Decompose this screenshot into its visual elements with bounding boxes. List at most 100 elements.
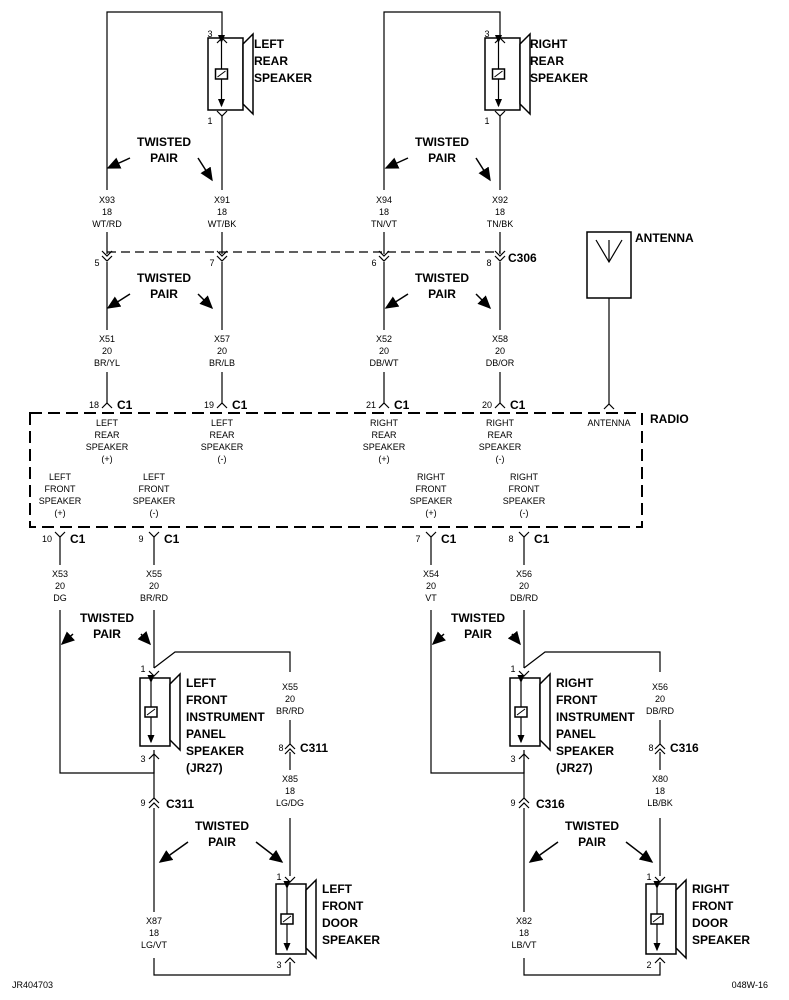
- pin-number: 10: [42, 534, 52, 544]
- c316-label: C316: [670, 741, 699, 755]
- wire-label: 20: [426, 581, 436, 591]
- twisted-pair-arrow: [384, 157, 409, 169]
- right-front-ip-speaker-label: FRONT: [556, 693, 598, 707]
- c1-label: C1: [534, 532, 550, 546]
- radio-terminal-label: RIGHT: [486, 418, 515, 428]
- right-front-ip-speaker-label: RIGHT: [556, 676, 594, 690]
- twisted-pair-label: PAIR: [208, 835, 236, 849]
- wire-label: LB/VT: [511, 940, 537, 950]
- wire-x93: [106, 11, 223, 190]
- right-rear-speaker-label: REAR: [530, 54, 564, 68]
- pin-number: 7: [209, 258, 214, 268]
- pin-number: 8: [486, 258, 491, 268]
- twisted-pair-arrow: [255, 841, 284, 863]
- c1-connector-symbol: [518, 531, 530, 538]
- wire-label: X54: [423, 569, 439, 579]
- twisted-pair-label: PAIR: [578, 835, 606, 849]
- twisted-pair-arrow: [431, 631, 446, 646]
- radio-terminal-label: SPEAKER: [86, 442, 129, 452]
- twisted-pair-label: TWISTED: [195, 819, 249, 833]
- figure-code-left: JR404703: [12, 980, 53, 990]
- twisted-pair-arrow: [475, 157, 491, 182]
- twisted-pair-arrow: [384, 293, 409, 309]
- wire-x87: [153, 958, 291, 976]
- pin-number: 3: [140, 754, 145, 764]
- c1-label: C1: [232, 398, 248, 412]
- pin-number: 5: [94, 258, 99, 268]
- c1-label: C1: [164, 532, 180, 546]
- twisted-pair-label: TWISTED: [137, 135, 191, 149]
- left-front-ip-speaker-label: INSTRUMENT: [186, 710, 265, 724]
- connector-symbol: [101, 250, 113, 262]
- wire-label: TN/BK: [487, 219, 514, 229]
- c1-label: C1: [510, 398, 526, 412]
- left-front-ip-speaker-symbol: [139, 672, 181, 752]
- antenna-connector-symbol: [603, 403, 615, 410]
- connector-symbol: [518, 670, 530, 677]
- wire-label: DB/OR: [486, 358, 515, 368]
- c1-connector-symbol: [494, 402, 506, 409]
- radio-terminal-label: REAR: [94, 430, 120, 440]
- connector-symbol: [284, 876, 296, 883]
- pin-number: 3: [207, 29, 212, 39]
- wire-label: WT/RD: [92, 219, 122, 229]
- wire-label: BR/LB: [209, 358, 235, 368]
- left-rear-speaker-label: SPEAKER: [254, 71, 312, 85]
- connector-symbol: [494, 250, 506, 262]
- radio-terminal-label: (-): [496, 454, 505, 464]
- pin-number: 7: [415, 534, 420, 544]
- radio-terminal-label: (+): [378, 454, 389, 464]
- radio-terminal-label: LEFT: [96, 418, 119, 428]
- c311-connector-symbol: [148, 797, 160, 809]
- radio-terminal-label: REAR: [371, 430, 397, 440]
- twisted-pair-label: PAIR: [464, 627, 492, 641]
- c1-label: C1: [70, 532, 86, 546]
- pin-number: 1: [484, 116, 489, 126]
- pin-number: 8: [648, 743, 653, 753]
- radio-terminal-label: FRONT: [45, 484, 76, 494]
- radio-terminal-label: FRONT: [416, 484, 447, 494]
- wire-label: X55: [282, 682, 298, 692]
- right-front-ip-speaker-label: (JR27): [556, 761, 593, 775]
- wire-label: LG/DG: [276, 798, 304, 808]
- c1-label: C1: [394, 398, 410, 412]
- c1-connector-symbol: [425, 531, 437, 538]
- twisted-pair-arrow: [475, 293, 492, 310]
- wire-label: X51: [99, 334, 115, 344]
- wire-label: 20: [379, 346, 389, 356]
- wire-x55-splice: [153, 651, 291, 672]
- connector-symbol: [148, 670, 160, 677]
- right-front-ip-speaker-label: INSTRUMENT: [556, 710, 635, 724]
- wire-label: VT: [425, 593, 437, 603]
- connector-symbol: [284, 957, 296, 964]
- wire-label: 20: [55, 581, 65, 591]
- c311-connector-symbol: [284, 743, 296, 755]
- pin-number: 20: [482, 400, 492, 410]
- c1-label: C1: [117, 398, 133, 412]
- radio-terminal-label: SPEAKER: [479, 442, 522, 452]
- left-front-door-speaker-label: LEFT: [322, 882, 353, 896]
- right-front-door-speaker-symbol: [645, 878, 687, 960]
- left-front-ip-speaker-label: SPEAKER: [186, 744, 244, 758]
- left-front-ip-speaker-label: LEFT: [186, 676, 217, 690]
- wire-label: X56: [652, 682, 668, 692]
- twisted-pair-label: PAIR: [428, 151, 456, 165]
- pin-number: 19: [204, 400, 214, 410]
- left-rear-speaker-symbol: [207, 32, 254, 116]
- wire-label: DB/WT: [370, 358, 399, 368]
- radio-label: RADIO: [650, 412, 689, 426]
- wire-label: 18: [102, 207, 112, 217]
- twisted-pair-label: PAIR: [93, 627, 121, 641]
- c1-connector-symbol: [378, 402, 390, 409]
- wire-label: BR/RD: [140, 593, 169, 603]
- radio-terminal-label: SPEAKER: [39, 496, 82, 506]
- wire-label: LG/VT: [141, 940, 168, 950]
- radio-terminal-label: REAR: [209, 430, 235, 440]
- pin-number: 21: [366, 400, 376, 410]
- pin-number: 3: [484, 29, 489, 39]
- wire-label: 18: [519, 928, 529, 938]
- radio-terminal-label: SPEAKER: [503, 496, 546, 506]
- wire-label: BR/RD: [276, 706, 305, 716]
- wire-x94: [383, 11, 501, 190]
